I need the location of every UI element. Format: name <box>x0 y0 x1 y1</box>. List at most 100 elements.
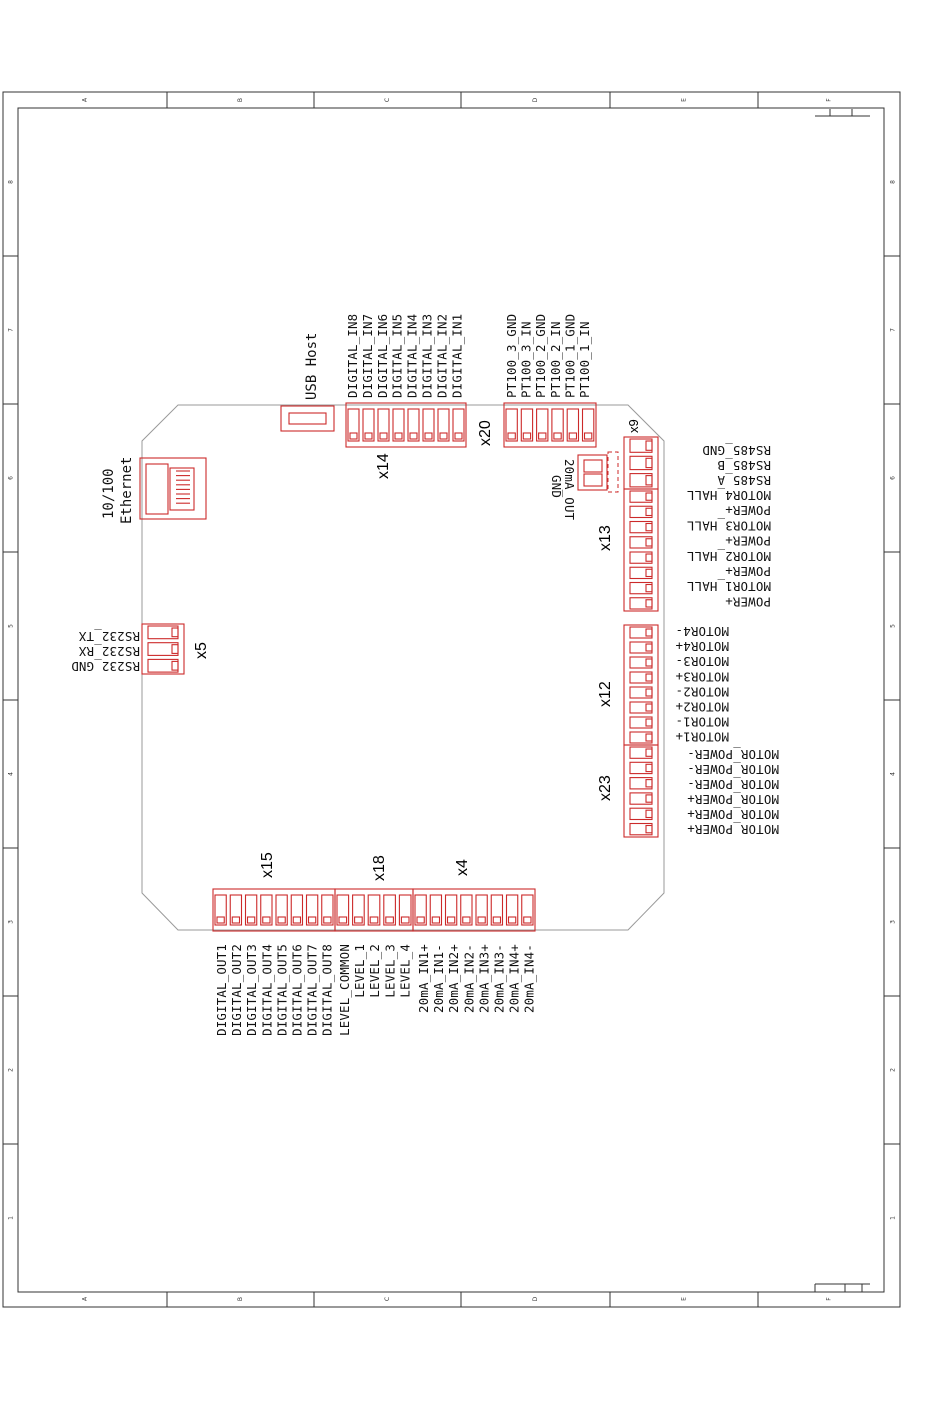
x18-pin-label: LEVEL_COMMON <box>337 944 352 1036</box>
x20-pin-label: PT100_2_GND <box>533 314 548 398</box>
x4-pin-screw <box>446 916 456 924</box>
connector-20ma-out: 20mA_OUT GND <box>549 451 619 521</box>
outer-frame <box>2 91 901 1308</box>
x18-pin <box>336 894 350 926</box>
connector-x5: x5 <box>141 623 210 675</box>
zone-row-right-7: 7 <box>890 328 897 332</box>
x15-pin-screw <box>323 916 332 924</box>
rs232-rx-label: RS232_RX <box>78 644 140 659</box>
x14-pin-screw <box>349 432 358 440</box>
x15-pin-screw <box>292 916 302 924</box>
x14-pin <box>452 408 465 442</box>
x20-pin-screw <box>522 432 532 440</box>
ma20-gnd-label: GND <box>549 475 564 498</box>
x14-pin-label: DIGITAL_IN8 <box>345 314 360 398</box>
x15-pin-screw <box>231 916 241 924</box>
x4-pin-screw <box>523 916 532 924</box>
x13-pin-screw <box>645 568 653 578</box>
x20-label: x20 <box>477 420 494 446</box>
x4-pin-label: 20mA_IN2+ <box>446 944 461 1013</box>
ma20-out-label: 20mA_OUT <box>562 459 577 521</box>
x13-pin-label: MOTOR2_HALL <box>687 549 771 564</box>
usb-host-label: USB Host <box>304 333 320 400</box>
zone-col-top-D: D <box>532 97 539 102</box>
x15-pin-label: DIGITAL_OUT6 <box>290 944 305 1036</box>
zone-col-top-C: C <box>384 98 391 102</box>
x15-pin-label: DIGITAL_OUT7 <box>305 944 320 1036</box>
x23-pin-screw <box>645 748 653 757</box>
zone-row-right-6: 6 <box>890 476 897 480</box>
x20-pin-label: PT100_1_IN <box>577 321 592 398</box>
x12-pin-screw <box>645 643 653 652</box>
zone-row-left-5: 5 <box>8 624 15 628</box>
zone-row-right-5: 5 <box>890 624 897 628</box>
x14-pin <box>347 408 360 442</box>
x12-label: x12 <box>597 681 614 707</box>
x4-pin <box>444 894 458 926</box>
zone-row-right-3: 3 <box>890 920 897 924</box>
x4-pin-screw <box>492 916 502 924</box>
x15-pin-screw <box>216 916 225 924</box>
x13-pin-screw <box>645 522 653 532</box>
x4-pin <box>429 894 443 926</box>
x13-pin-label: POWER+ <box>725 564 771 579</box>
x20-pin-screw <box>583 432 593 440</box>
x5-label: x5 <box>193 642 210 659</box>
x18-pin-label: LEVEL_2 <box>367 944 382 998</box>
x23-pin-label: MOTOR_POWER- <box>687 747 779 762</box>
zone-row-left-8: 8 <box>8 180 15 184</box>
x9-pin-label: RS485_A <box>717 473 771 488</box>
zone-row-right-4: 4 <box>890 772 897 776</box>
x18-pin-label: LEVEL_3 <box>382 944 397 998</box>
x12-pin-label: MOTOR1+ <box>675 730 729 745</box>
x13-pin-screw <box>645 583 653 593</box>
rs232-tx-label: RS232_TX <box>78 629 140 644</box>
x23-pin-label: MOTOR_POWER+ <box>687 807 779 822</box>
x13-label: x13 <box>597 525 614 551</box>
x12-pin-label: MOTOR4+ <box>675 639 729 654</box>
x23-pin-label: MOTOR_POWER+ <box>687 792 779 807</box>
x12-pin-label: MOTOR3- <box>675 654 729 669</box>
x23-label: x23 <box>597 775 614 801</box>
zone-col-bottom-F: F <box>826 1297 833 1301</box>
ethernet-port: 10/100 Ethernet <box>101 457 207 524</box>
x13-pin-screw <box>645 538 653 547</box>
x14-pin-label: DIGITAL_IN5 <box>390 314 405 398</box>
x23-pin-screw <box>645 824 653 834</box>
x12-pin-label: MOTOR2+ <box>675 700 729 715</box>
x15-pin-label: DIGITAL_OUT5 <box>274 944 289 1036</box>
x18-pin-label: LEVEL_1 <box>352 944 367 998</box>
x18-pin <box>352 894 365 926</box>
rs232-labels: RS232_TX RS232_RX RS232_GND <box>71 629 140 674</box>
x12-pin-screw <box>645 688 653 697</box>
zone-row-left-2: 2 <box>8 1068 15 1072</box>
x12-pin-screw <box>645 718 653 727</box>
zone-row-right-8: 8 <box>890 180 897 184</box>
x20-pin-screw <box>538 432 547 440</box>
x15-pin-screw <box>246 916 256 924</box>
x4-pin <box>521 894 534 926</box>
x20-pin <box>581 408 595 442</box>
x14-pin-label: DIGITAL_IN3 <box>420 314 435 398</box>
x18-pin-screw <box>385 916 394 924</box>
zone-row-left-3: 3 <box>8 920 15 924</box>
board-outline <box>141 404 665 931</box>
x4-pin <box>505 894 519 926</box>
x14-pin-label: DIGITAL_IN1 <box>449 314 464 398</box>
x20-pin-label: PT100_3_IN <box>519 321 534 398</box>
x14-pin-screw <box>394 432 403 440</box>
x9-pin-screw <box>645 475 653 486</box>
x14-pin-screw <box>379 432 388 440</box>
x9-pin-label: RS485_GND <box>702 443 771 458</box>
x4-pin-screw <box>431 916 441 924</box>
x15-pin-label: DIGITAL_OUT1 <box>214 944 229 1036</box>
x14-pin-label: DIGITAL_IN6 <box>375 314 390 398</box>
x13-pin-label: POWER+ <box>725 594 771 609</box>
x4-pin-screw <box>462 916 471 924</box>
x23-pin-label: MOTOR_POWER- <box>687 777 779 792</box>
x15-pin <box>275 894 288 926</box>
x12-pin-label: MOTOR2- <box>675 684 729 699</box>
zone-row-left-6: 6 <box>8 476 15 480</box>
